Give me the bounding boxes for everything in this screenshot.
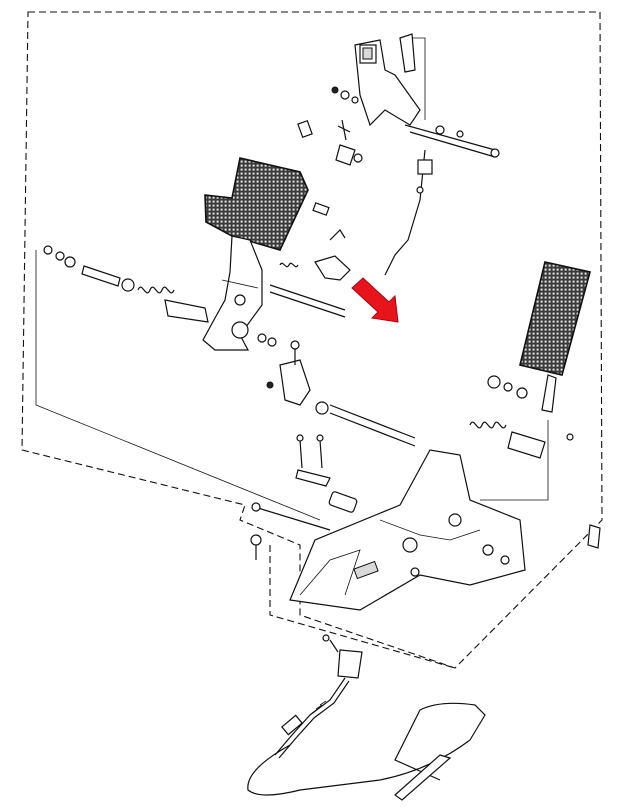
red-callout-arrow [351, 277, 399, 323]
switch-rod [384, 149, 433, 276]
middle-linkage [251, 340, 416, 531]
return-spring [137, 262, 507, 429]
parking-cable [247, 634, 486, 801]
leader-right [480, 420, 549, 501]
small-fasteners [297, 119, 363, 241]
rubber-stopper [328, 491, 358, 513]
bracket-base-assembly [250, 449, 601, 611]
highlighted-lever-part [314, 255, 351, 281]
brake-pedal-pad [204, 157, 309, 251]
stop-lamp-switch-bracket [331, 33, 500, 158]
pedal-pivot-shaft [43, 245, 346, 347]
brake-pedal [202, 157, 309, 351]
accelerator-pedal [487, 261, 591, 459]
leader-left [35, 250, 321, 521]
brake-pedal-arm [202, 235, 263, 351]
inner-dashed-line [269, 545, 456, 669]
